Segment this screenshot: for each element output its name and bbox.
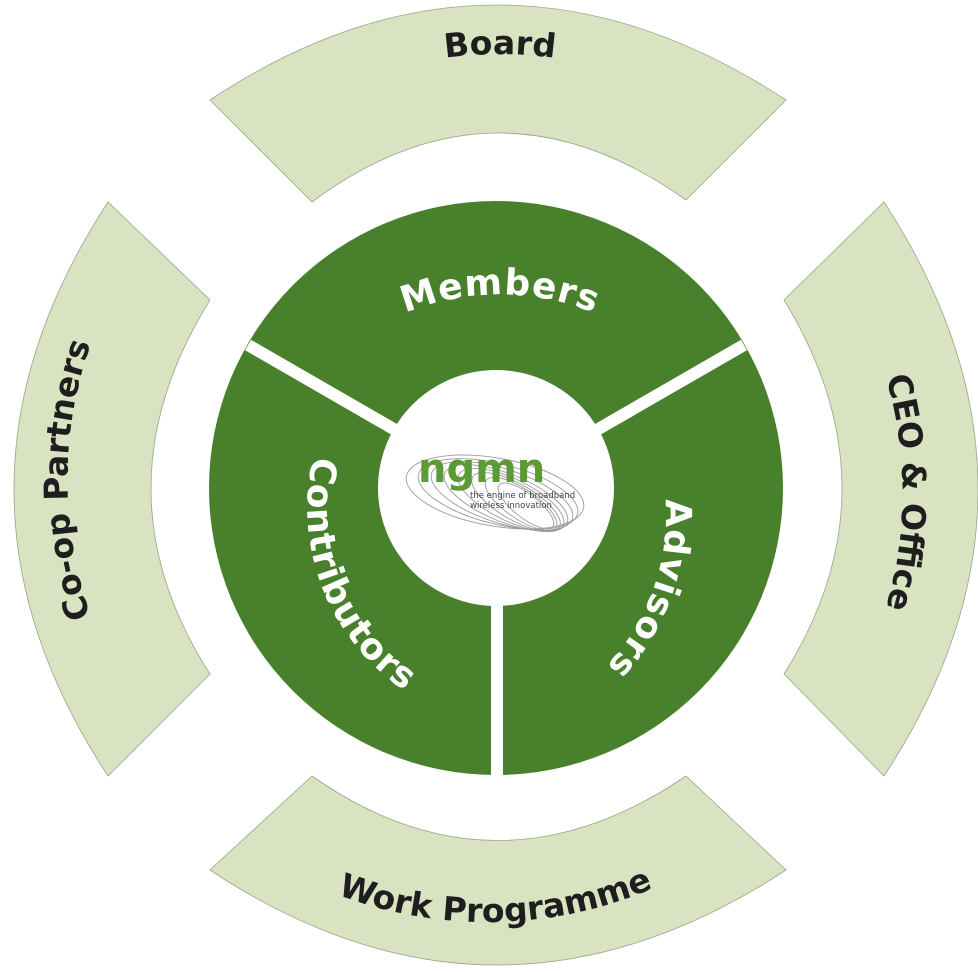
work-programme-segment (209, 775, 787, 966)
board-segment (209, 4, 787, 203)
ngmn-logo: ngmn the engine of broadband wireless in… (405, 446, 585, 533)
center-circle (378, 370, 614, 606)
logo-wordmark: ngmn (418, 446, 545, 492)
co-op-partners-segment (13, 201, 211, 777)
board-label: Board (442, 23, 558, 66)
logo-tagline-line1: the engine of broadband (470, 491, 575, 501)
ceo-office-segment (783, 201, 978, 777)
logo-swirl-icon (405, 454, 585, 533)
board-label-text: Board (442, 23, 558, 66)
logo-tagline-line2: wireless innovation (470, 501, 552, 511)
